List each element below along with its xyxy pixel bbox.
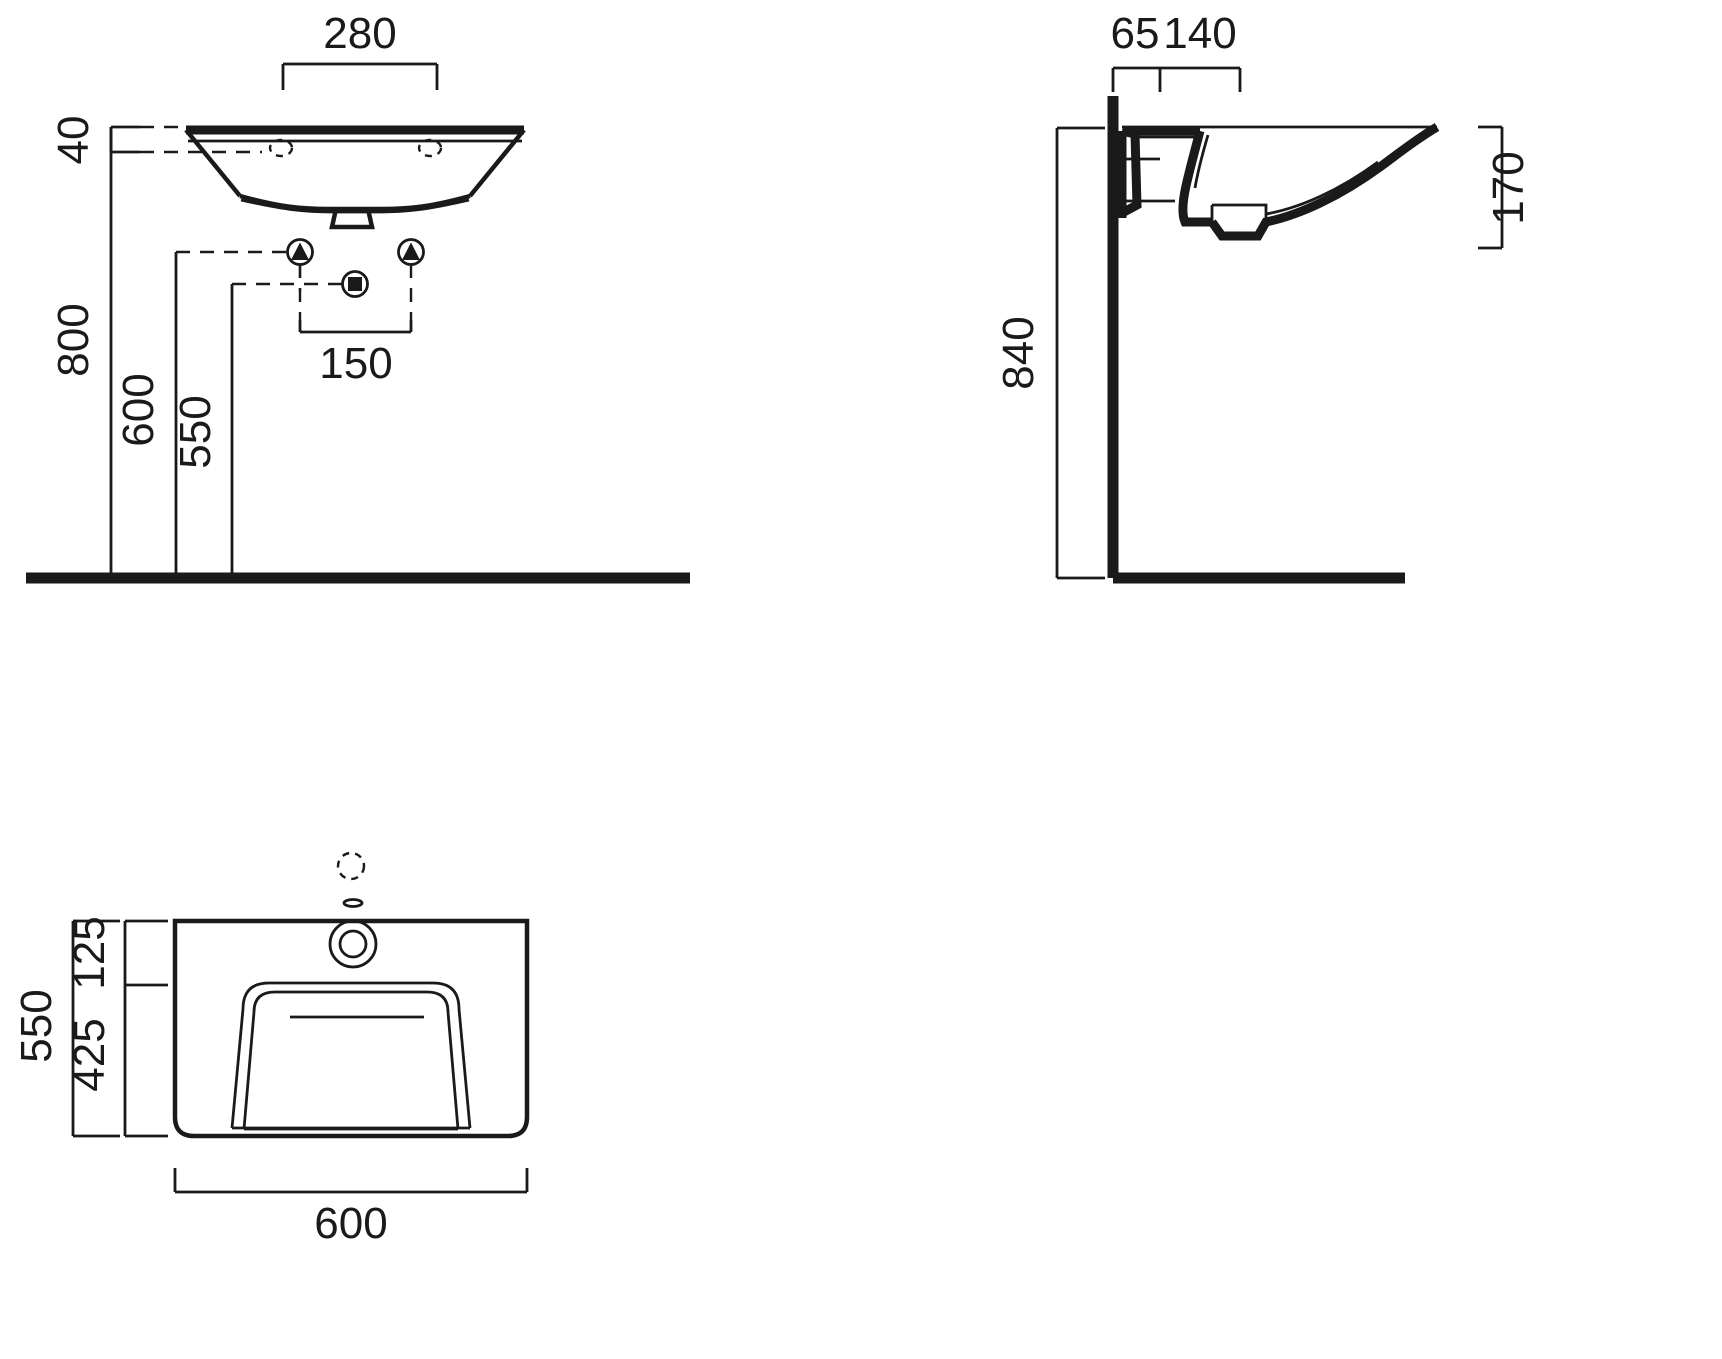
- dim-label-125: 125: [65, 916, 114, 989]
- dim-label-140: 140: [1163, 9, 1236, 58]
- dim-label-600-plan: 600: [314, 1199, 387, 1248]
- dim-label-40: 40: [49, 116, 98, 165]
- dimension-170-bracket: [1478, 125, 1504, 250]
- dimension-65-140-bracket: [1111, 66, 1242, 92]
- dim-label-280: 280: [323, 9, 396, 58]
- dim-label-65: 65: [1111, 9, 1160, 58]
- bowl-inner-rim-plan: [242, 990, 460, 1130]
- leader-waste-height: [230, 282, 355, 578]
- dimension-basin-width-top: [281, 62, 439, 90]
- basin-plan-outline: [172, 918, 530, 1139]
- wall-and-floor-section: [1107, 96, 1405, 584]
- drain-plan-icon: [328, 919, 378, 969]
- leader-supply-height: [174, 250, 300, 578]
- dim-label-150: 150: [319, 339, 392, 388]
- basin-section-profile: [1113, 123, 1440, 241]
- dim-label-600: 600: [114, 373, 163, 446]
- dim-label-550-elevation: 550: [171, 395, 220, 468]
- dimension-550-bracket: [71, 919, 120, 1138]
- tap-hole-right-icon: [417, 138, 443, 158]
- dim-label-425: 425: [65, 1018, 114, 1091]
- dim-label-550-plan: 550: [12, 989, 61, 1062]
- dimension-425-bracket: [123, 985, 168, 1138]
- dim-label-800: 800: [49, 303, 98, 376]
- dimension-600-bracket: [173, 1168, 529, 1194]
- dimension-840-extension: [1055, 126, 1105, 580]
- front-elevation-view: [26, 62, 690, 584]
- dimension-125-bracket: [123, 919, 168, 987]
- plan-view: [71, 851, 530, 1194]
- bowl-outer-rim-plan: [230, 981, 472, 1129]
- overflow-slot-icon: [342, 898, 364, 908]
- tap-hole-left-icon: [268, 138, 294, 158]
- side-section-view: [1055, 66, 1504, 584]
- dimension-supply-spacing: [298, 264, 413, 334]
- water-supply-right-icon: [397, 238, 425, 320]
- dim-label-170: 170: [1484, 151, 1533, 224]
- bowl-bottom-plan: [232, 1126, 470, 1131]
- tap-hole-plan-icon: [336, 851, 366, 881]
- basin-front-profile: [184, 125, 526, 230]
- dim-label-840: 840: [994, 316, 1043, 389]
